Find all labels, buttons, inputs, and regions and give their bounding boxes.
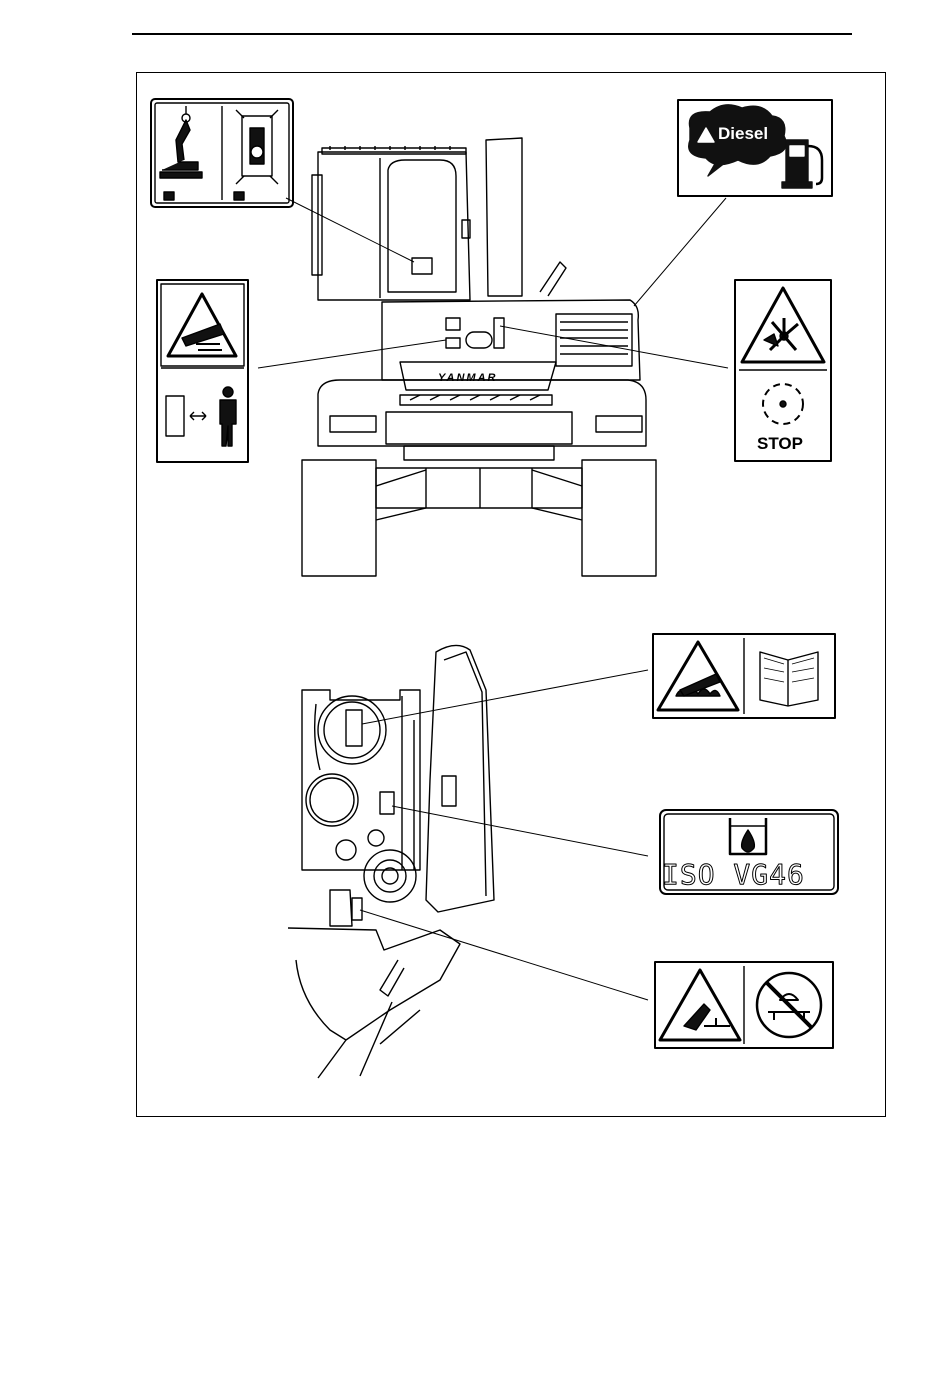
track-left bbox=[302, 460, 376, 576]
cab-rear-window bbox=[388, 160, 456, 292]
blade-inner bbox=[296, 960, 346, 1040]
grille-slats bbox=[560, 322, 628, 354]
oil-decal-mark bbox=[380, 792, 394, 814]
leader-oil-grade-decal bbox=[392, 806, 648, 856]
valve-block bbox=[330, 890, 352, 926]
track-frame bbox=[376, 468, 582, 508]
stripe-hatching bbox=[410, 395, 540, 400]
brand-label: YANMAR bbox=[438, 372, 497, 384]
counterweight-recess bbox=[386, 412, 572, 444]
boom-bracket bbox=[442, 776, 456, 806]
cab-roof bbox=[322, 148, 466, 154]
leader-diesel-decal bbox=[634, 198, 726, 306]
fuel-tank-cap bbox=[306, 774, 358, 826]
leader-pinch-decal bbox=[360, 910, 648, 1000]
cab-outline bbox=[318, 152, 470, 300]
engine-hood bbox=[382, 300, 640, 380]
boom-arm-edge bbox=[444, 652, 486, 896]
leader-lines-top bbox=[258, 198, 728, 368]
swing-motor bbox=[364, 850, 416, 902]
stop-label: STOP bbox=[757, 434, 803, 453]
boom-cylinder-rods bbox=[402, 696, 414, 870]
decal-crush-hazard bbox=[157, 280, 248, 462]
tank-decal-mark bbox=[346, 710, 362, 746]
decal-hot-surface-manual bbox=[653, 634, 835, 718]
decal-pinch-no-step bbox=[655, 962, 833, 1048]
leader-hot-surface-decal bbox=[362, 670, 648, 724]
breather-cap bbox=[368, 830, 384, 846]
rear-light-right bbox=[596, 416, 642, 432]
decal-diesel bbox=[678, 100, 832, 196]
cab-side-panel bbox=[312, 175, 322, 275]
boom-cylinder bbox=[540, 262, 566, 296]
filler-cap bbox=[336, 840, 356, 860]
rear-light-left bbox=[330, 416, 376, 432]
fuel-tank-cap-inner bbox=[310, 778, 354, 822]
valve-decal-mark bbox=[352, 898, 362, 920]
hood-latch bbox=[466, 332, 492, 348]
hydraulic-tank-cap bbox=[318, 696, 386, 764]
leader-crush-decal bbox=[258, 340, 446, 368]
leader-lines-bottom bbox=[360, 670, 648, 1000]
hood-decal-mark bbox=[446, 318, 460, 330]
blade-handle bbox=[380, 960, 404, 996]
cab-decal-mark bbox=[412, 258, 432, 274]
diesel-label: Diesel bbox=[718, 124, 768, 143]
oil-grade-label: ISO VG46 bbox=[662, 858, 805, 891]
hood-decal-mark-2 bbox=[446, 338, 460, 348]
decal-lifting-points bbox=[151, 99, 293, 207]
machine-side-detail bbox=[288, 645, 494, 1078]
leader-lifting-decal bbox=[286, 198, 414, 262]
blade-ribs bbox=[360, 1002, 420, 1076]
boom-column bbox=[486, 138, 522, 296]
fan-decal-mark bbox=[494, 318, 504, 348]
excavator-rear-view bbox=[302, 138, 656, 576]
swing-motor-hub bbox=[374, 860, 406, 892]
swing-bearing bbox=[404, 446, 554, 460]
track-right bbox=[582, 460, 656, 576]
blade-outline bbox=[288, 928, 460, 1078]
track-frame-struts bbox=[376, 470, 582, 520]
